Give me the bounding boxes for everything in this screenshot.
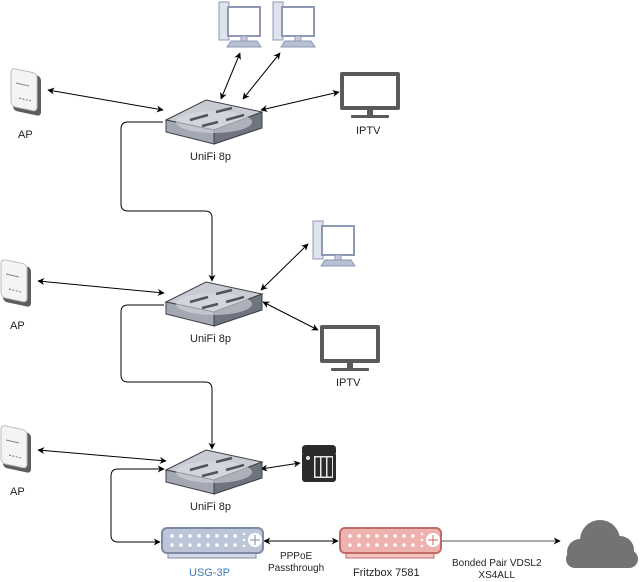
edge-nas-switch3 bbox=[260, 460, 301, 472]
access-point-icon[interactable] bbox=[10, 67, 42, 117]
ap2-label: AP bbox=[10, 320, 25, 332]
ap1-label: AP bbox=[18, 129, 33, 141]
edge-pc1-switch1 bbox=[220, 52, 241, 100]
edge-pc2-switch1 bbox=[242, 52, 281, 100]
tv1-label: IPTV bbox=[356, 125, 381, 137]
edge-ap1-switch1 bbox=[47, 87, 164, 113]
edge-label-vdsl: Bonded Pair VDSL2 XS4ALL bbox=[452, 558, 542, 581]
access-point-icon[interactable] bbox=[0, 424, 32, 474]
edge-pc3-switch2 bbox=[260, 243, 309, 291]
edge-switch1-switch2 bbox=[120, 121, 216, 282]
fritzbox-label: Fritzbox 7581 bbox=[353, 567, 420, 579]
switch3-label: UniFi 8p bbox=[190, 501, 231, 513]
desktop-pc-icon[interactable] bbox=[218, 1, 262, 48]
switch2-label: UniFi 8p bbox=[190, 333, 231, 345]
edge-tv2-switch2 bbox=[262, 301, 319, 331]
router-icon[interactable] bbox=[161, 527, 264, 559]
network-switch-icon[interactable] bbox=[164, 448, 264, 496]
edge-switch3-usg bbox=[110, 465, 165, 546]
tv2-label: IPTV bbox=[336, 377, 361, 389]
network-switch-icon[interactable] bbox=[164, 280, 264, 328]
switch1-label: UniFi 8p bbox=[190, 151, 231, 163]
cloud-icon[interactable] bbox=[566, 520, 638, 568]
edge-ap2-switch2 bbox=[37, 278, 165, 296]
network-switch-icon[interactable] bbox=[164, 98, 264, 146]
edge-ap3-switch3 bbox=[37, 447, 167, 464]
tv-monitor-icon[interactable] bbox=[320, 325, 380, 371]
edge-tv1-switch1 bbox=[260, 90, 340, 112]
access-point-icon[interactable] bbox=[0, 258, 32, 308]
tv-monitor-icon[interactable] bbox=[340, 72, 400, 118]
nas-storage-icon[interactable] bbox=[302, 445, 336, 482]
router-icon[interactable] bbox=[339, 527, 442, 559]
ap3-label: AP bbox=[10, 486, 25, 498]
desktop-pc-icon[interactable] bbox=[272, 1, 316, 48]
edge-label-pppoe: PPPoE Passthrough bbox=[268, 551, 325, 574]
usg-label: USG-3P bbox=[189, 567, 230, 579]
desktop-pc-icon[interactable] bbox=[312, 220, 356, 267]
connections bbox=[37, 52, 561, 546]
edge-switch2-switch3 bbox=[120, 304, 216, 450]
